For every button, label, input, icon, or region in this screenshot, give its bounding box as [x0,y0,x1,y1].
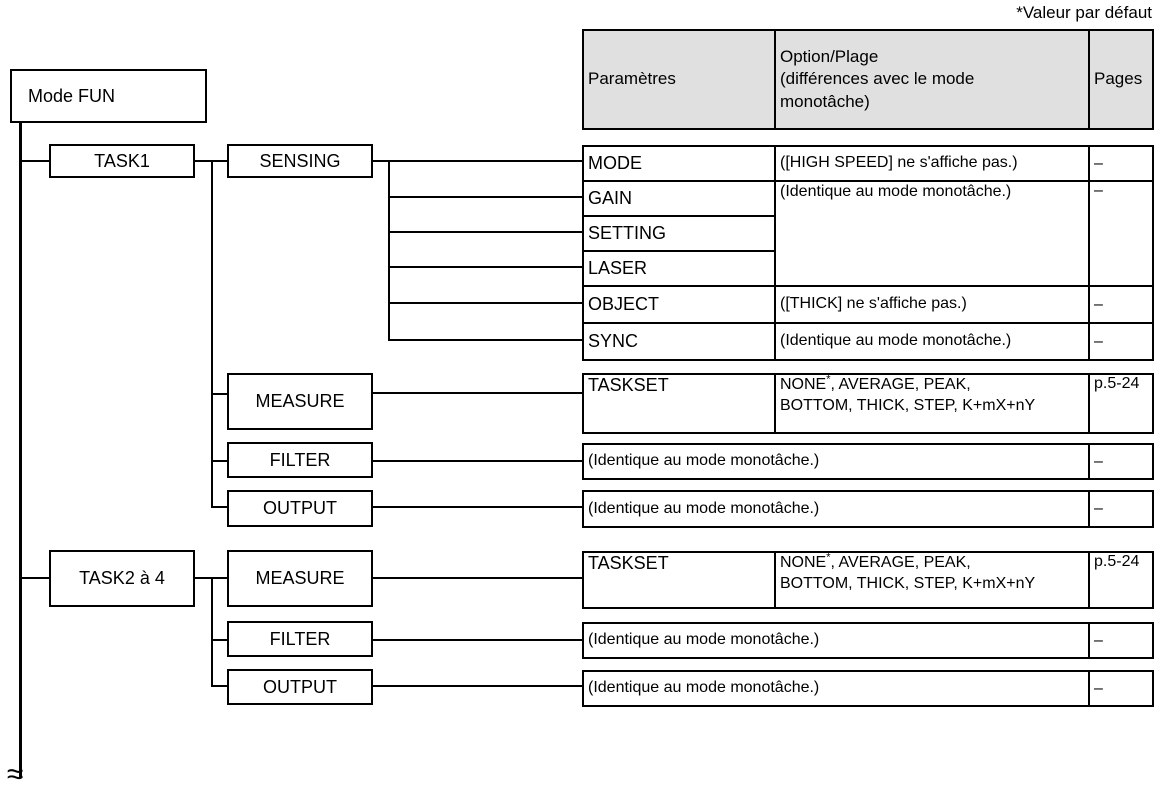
connector-output2-table [373,685,582,687]
tree-node-task1-filter: FILTER [227,442,373,478]
connector-task1-branch [211,160,213,508]
table-row: SYNC (Identique au mode monotâche.) – [582,322,1154,361]
table-row: (Identique au mode monotâche.) – [581,443,1155,480]
table-row: TASKSET NONE*, AVERAGE, PEAK,BOTTOM, THI… [582,551,1154,609]
connector-task1-measure [211,393,227,395]
sensing-parameters-table: MODE ([HIGH SPEED] ne s'affiche pas.) – … [582,145,1154,361]
tree-node-task2-output: OUTPUT [227,669,373,705]
table-row: (Identique au mode monotâche.) – [581,670,1155,707]
param-setting: SETTING [582,215,776,252]
option-sync: (Identique au mode monotâche.) [774,322,1090,361]
table-row: TASKSET NONE*, AVERAGE, PEAK,BOTTOM, THI… [582,373,1154,434]
continuation-mark: ≈ [7,758,24,791]
option-taskset: NONE*, AVERAGE, PEAK,BOTTOM, THICK, STEP… [774,373,1090,434]
task1-filter-table: (Identique au mode monotâche.) – [581,443,1155,480]
connector-filter1-table [373,460,582,462]
connector-trunk-task2 [20,577,50,579]
connector-measure2-table [373,577,582,579]
pages-taskset: p.5-24 [1088,373,1154,434]
connector-main-trunk [19,123,22,778]
pages-output: – [1088,670,1155,707]
connector-filter2-table [373,639,582,641]
menu-table-header: Paramètres Option/Plage (différences ave… [582,29,1154,130]
pages-filter: – [1088,443,1155,480]
table-row: LASER [582,250,1153,287]
pages-taskset: p.5-24 [1088,551,1154,609]
option-header-line1: Option/Plage [780,47,879,67]
option-output: (Identique au mode monotâche.) [581,670,1091,707]
option-filter: (Identique au mode monotâche.) [581,622,1091,659]
connector-sensing-object [388,302,582,304]
connector-task2-branch [211,577,213,687]
connector-task2-output [211,685,227,687]
connector-sensing-mode [388,160,582,162]
table-row: (Identique au mode monotâche.) – [581,490,1155,528]
pages-gain-setting-laser: – [1088,180,1154,287]
tree-node-task1: TASK1 [49,144,195,178]
option-header-line2: (différences avec le mode [780,69,975,89]
option-gain-setting-laser: (Identique au mode monotâche.) [774,180,1090,287]
option-object: ([THICK] ne s'affiche pas.) [774,285,1090,324]
connector-sensing-setting [388,231,582,233]
connector-task2-filter [211,639,227,641]
param-gain: GAIN [582,180,776,217]
table-row: OBJECT ([THICK] ne s'affiche pas.) – [582,285,1154,324]
connector-measure1-table [373,392,582,394]
connector-output1-table [373,506,582,508]
task1-output-table: (Identique au mode monotâche.) – [581,490,1155,528]
connector-sensing-branch [388,160,390,341]
tree-node-task2-4: TASK2 à 4 [49,550,195,607]
connector-sensing-laser [388,266,582,268]
option-taskset: NONE*, AVERAGE, PEAK,BOTTOM, THICK, STEP… [774,551,1090,609]
param-taskset: TASKSET [582,373,776,434]
connector-sensing-sync [388,339,582,341]
pages-mode: – [1088,145,1154,182]
option-filter: (Identique au mode monotâche.) [581,443,1091,480]
tree-node-task1-measure: MEASURE [227,373,373,430]
pages-object: – [1088,285,1154,324]
option-mode: ([HIGH SPEED] ne s'affiche pas.) [774,145,1090,182]
param-sync: SYNC [582,322,776,361]
table-row: (Identique au mode monotâche.) – [581,622,1155,659]
option-output: (Identique au mode monotâche.) [581,490,1091,528]
tree-node-task2-measure: MEASURE [227,550,373,607]
default-value-note: *Valeur par défaut [1016,3,1152,22]
column-header-option-plage: Option/Plage (différences avec le mode m… [774,29,1090,130]
pages-sync: – [1088,322,1154,361]
connector-task1-output [211,506,227,508]
tree-node-sensing: SENSING [227,144,373,178]
default-asterisk: * [826,374,831,386]
param-object: OBJECT [582,285,776,324]
task1-taskset-table: TASKSET NONE*, AVERAGE, PEAK,BOTTOM, THI… [582,373,1154,434]
option-header-line3: monotâche) [780,91,870,111]
column-header-pages: Pages [1088,29,1154,130]
default-asterisk: * [826,552,831,564]
param-taskset: TASKSET [582,551,776,609]
tree-node-task2-filter: FILTER [227,621,373,657]
param-mode: MODE [582,145,776,182]
task2-filter-table: (Identique au mode monotâche.) – [581,622,1155,659]
task2-taskset-table: TASKSET NONE*, AVERAGE, PEAK,BOTTOM, THI… [582,551,1154,609]
connector-sensing-branch-stub [373,160,390,162]
column-header-parametres: Paramètres [582,29,776,130]
table-row: SETTING [582,215,1153,252]
tree-node-task1-output: OUTPUT [227,490,373,527]
pages-filter: – [1088,622,1155,659]
pages-output: – [1088,490,1155,528]
connector-task1-filter [211,460,227,462]
task2-output-table: (Identique au mode monotâche.) – [581,670,1155,707]
table-row: MODE ([HIGH SPEED] ne s'affiche pas.) – [582,145,1154,182]
param-laser: LASER [582,250,776,287]
connector-trunk-task1 [20,160,50,162]
table-row: GAIN (Identique au mode monotâche.) – [582,180,1154,287]
tree-node-mode-fun: Mode FUN [10,69,207,123]
connector-sensing-gain [388,196,582,198]
